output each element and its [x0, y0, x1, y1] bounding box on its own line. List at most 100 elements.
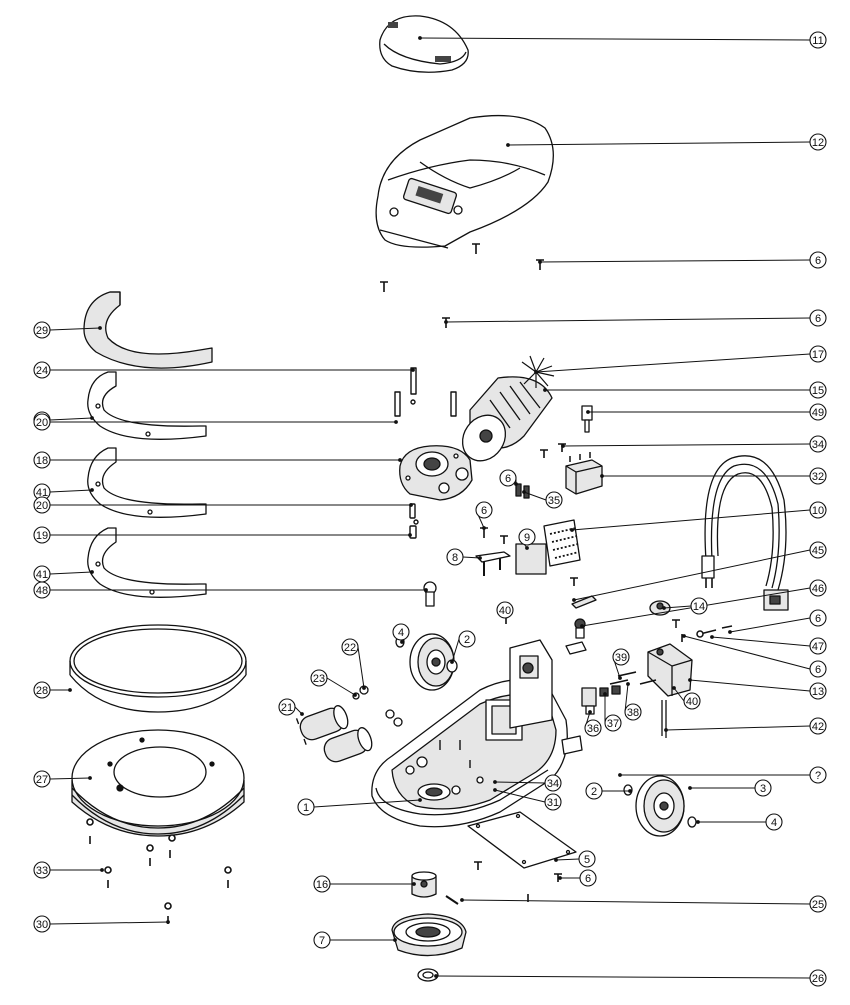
callout-circle	[690, 597, 708, 615]
part-motor	[461, 376, 553, 462]
leader-line	[49, 571, 93, 575]
callout-4: 4	[392, 623, 410, 641]
callout-circle	[392, 623, 410, 641]
leader-dot	[460, 898, 464, 902]
part-bumper-ring	[69, 624, 247, 713]
callout-38: 38	[624, 703, 642, 721]
leader-dot	[409, 503, 413, 507]
leader-dot	[478, 556, 482, 560]
callout-22: 22	[341, 638, 359, 656]
leader-line	[665, 725, 811, 731]
callout-number: 45	[812, 545, 824, 557]
callout-32: 32	[809, 467, 827, 485]
callout-circle	[809, 895, 827, 913]
callout-number: 22	[344, 642, 356, 654]
callout-number: 6	[815, 313, 821, 325]
callout-35: 35	[545, 491, 563, 509]
callout-number: 35	[548, 495, 560, 507]
leader-dot	[300, 712, 304, 716]
callout-number: 41	[36, 487, 48, 499]
callout-circle	[809, 133, 827, 151]
part-housing-cover	[375, 114, 554, 249]
callout-6: 6	[809, 609, 827, 627]
part-circuit-plate	[515, 543, 547, 575]
callout-circle	[33, 361, 51, 379]
callout-circle	[310, 669, 328, 687]
leader-dot	[493, 780, 497, 784]
leader-line	[729, 617, 811, 633]
leader-dot	[626, 682, 630, 686]
part-pad-driver	[71, 729, 245, 837]
callout-circle	[33, 413, 51, 431]
callout-number: 20	[36, 500, 48, 512]
part-spacer-plate-2	[87, 447, 207, 518]
leader-dot	[444, 320, 448, 324]
callout-number: 2	[464, 634, 470, 646]
callout-circle	[809, 609, 827, 627]
leader-dot	[482, 526, 486, 530]
leader-dot	[400, 640, 404, 644]
callout-number: 9	[524, 532, 530, 544]
leader-line	[49, 921, 169, 925]
callout-number: 46	[812, 583, 824, 595]
callout-number: 30	[36, 919, 48, 931]
callout-circle	[754, 779, 772, 797]
leader-line	[523, 491, 547, 501]
callout-number: 11	[812, 35, 823, 47]
callout-number: 3	[760, 783, 766, 795]
leader-dot	[534, 370, 538, 374]
leader-dot	[393, 938, 397, 942]
leader-dot	[424, 588, 428, 592]
callout-circle	[341, 638, 359, 656]
part-small-bracket	[565, 641, 587, 655]
callout-circle	[33, 496, 51, 514]
callout-circle	[809, 766, 827, 784]
callout-circle	[584, 719, 602, 737]
callout-circle	[809, 637, 827, 655]
callout-number: 36	[587, 723, 599, 735]
callout-16: 16	[313, 875, 331, 893]
part-screws-right	[609, 671, 657, 685]
callout-number: 37	[607, 718, 619, 730]
callout-number: 28	[36, 685, 48, 697]
callout-number: 12	[812, 137, 824, 149]
callout-circle	[809, 660, 827, 678]
part-spacer-plate-3	[87, 527, 207, 598]
leader-line	[673, 687, 685, 702]
part-wheel-right	[623, 775, 697, 837]
callout-number: 5	[584, 854, 590, 866]
leader-dot	[603, 692, 607, 696]
part-gearbox	[399, 445, 473, 501]
part-wheel-left	[395, 633, 458, 691]
leader-dot	[418, 798, 422, 802]
leader-dot	[580, 624, 584, 628]
callout-circle	[33, 681, 51, 699]
part-small-screws-left	[409, 503, 419, 539]
callout-circle	[545, 491, 563, 509]
leader-dot	[166, 920, 170, 924]
callout-?: ?	[809, 766, 827, 784]
leader-line	[711, 636, 811, 647]
callout-2: 2	[585, 782, 603, 800]
callout-34: 34	[809, 435, 827, 453]
callout-number: 39	[615, 652, 627, 664]
part-clutch-plate	[391, 913, 467, 957]
part-top-cap	[379, 15, 469, 73]
leader-line	[535, 353, 811, 373]
callout-6: 6	[809, 251, 827, 269]
callout-7: 7	[313, 931, 331, 949]
callout-9: 9	[518, 528, 536, 546]
callout-number: 31	[547, 797, 559, 809]
leader-line	[663, 605, 692, 609]
callout-39: 39	[612, 648, 630, 666]
callout-number: 23	[313, 673, 325, 685]
leader-line	[435, 975, 811, 979]
leader-dot	[418, 36, 422, 40]
callout-number: 17	[812, 349, 824, 361]
callout-6: 6	[475, 501, 493, 519]
callout-6: 6	[499, 469, 517, 487]
callout-31: 31	[544, 793, 562, 811]
leader-dot	[98, 326, 102, 330]
callout-circle	[33, 526, 51, 544]
